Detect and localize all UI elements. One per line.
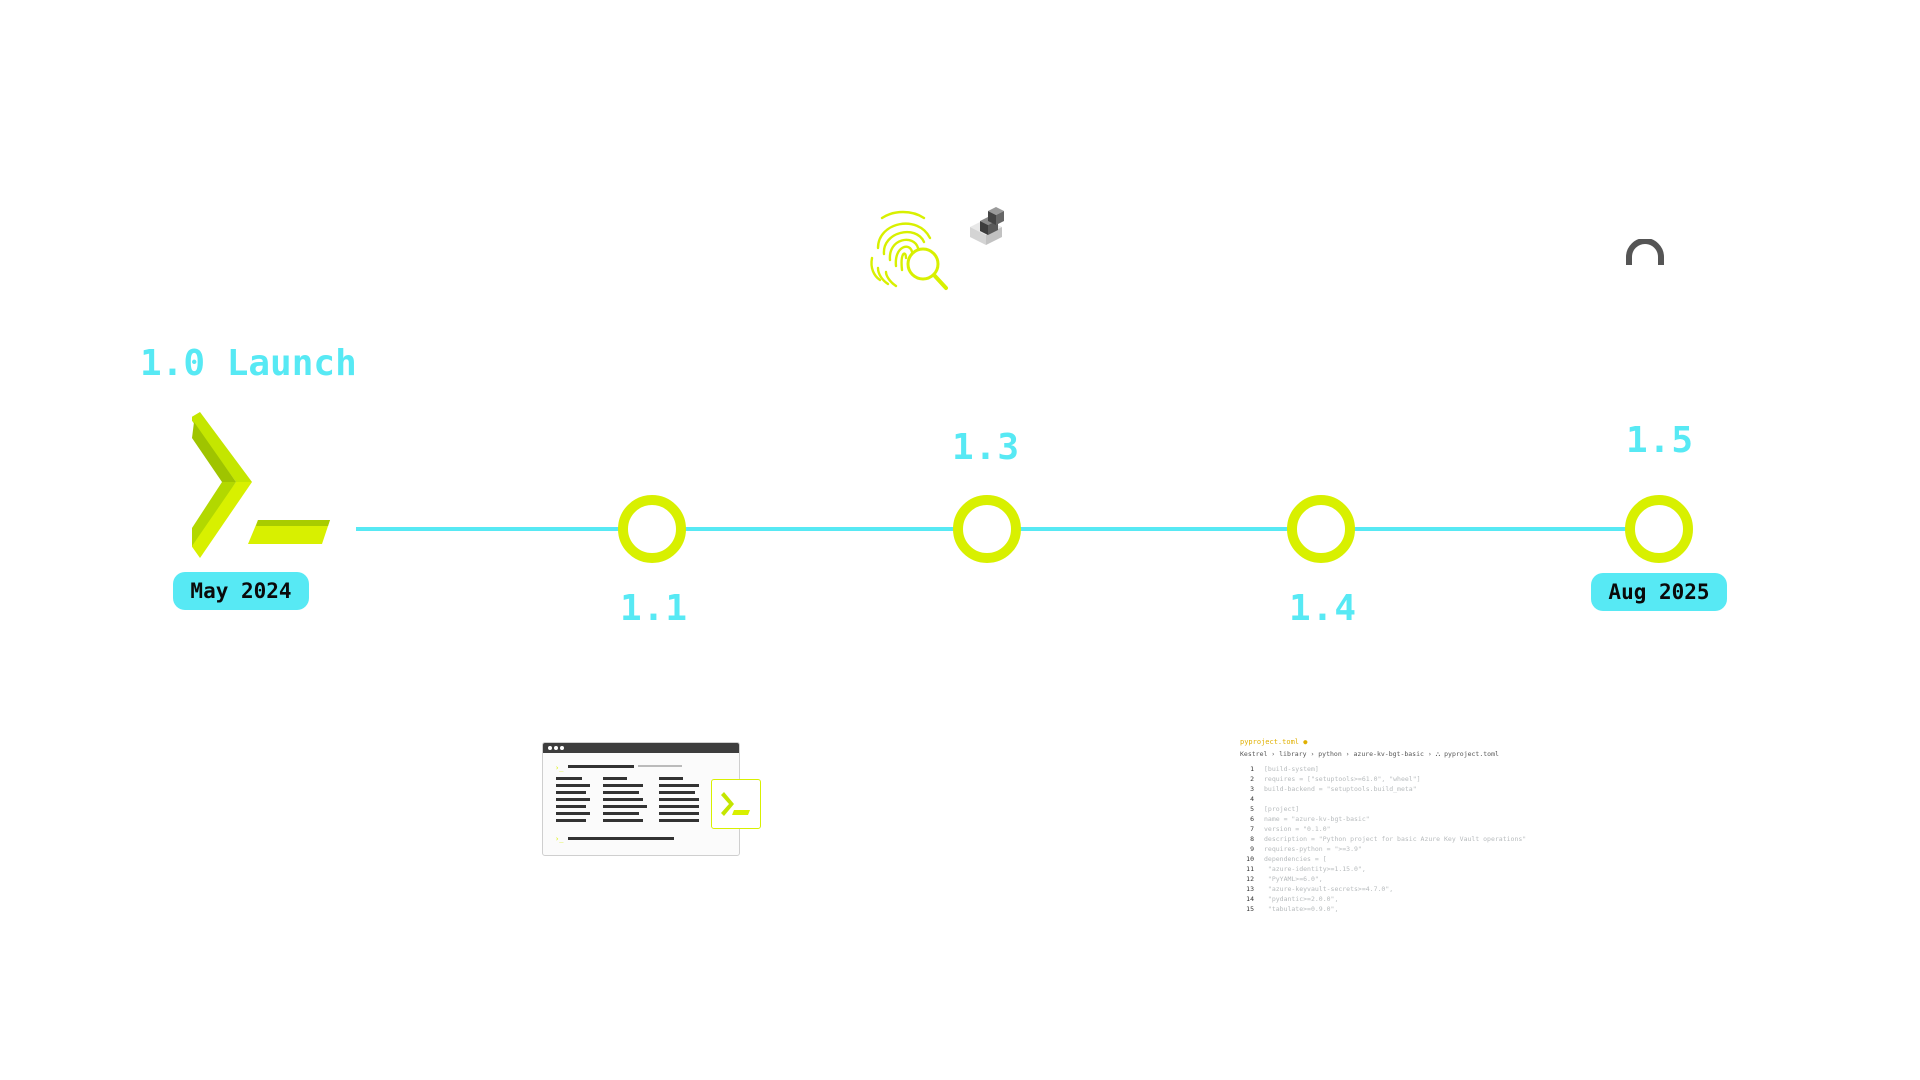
line-number: 14 [1246,895,1254,903]
line-text: requires-python = ">=3.9" [1264,845,1362,853]
code-line: 2 requires = ["setuptools>=61.0", "wheel"… [1240,774,1570,784]
line-text: "azure-identity>=1.15.0", [1264,865,1366,873]
milestone-label-1-1: 1.1 [620,588,689,629]
milestone-node-1-1 [618,495,686,563]
milestone-node-1-3 [953,495,1021,563]
line-text: requires = ["setuptools>=61.0", "wheel"] [1264,775,1421,783]
terminal-prompt-icon [192,412,330,558]
code-line: 14 "pydantic>=2.0.0", [1240,894,1570,904]
line-number: 7 [1250,825,1254,833]
code-line: 3 build-backend = "setuptools.build_meta" [1240,784,1570,794]
line-number: 4 [1250,795,1254,803]
code-breadcrumb: Kestrel › library › python › azure-kv-bg… [1240,750,1499,758]
line-number: 5 [1250,805,1254,813]
line-number: 3 [1250,785,1254,793]
milestone-label-1-5: 1.5 [1626,420,1695,461]
line-text: "azure-keyvault-secrets>=4.7.0", [1264,885,1394,893]
arch-icon [1626,239,1664,265]
code-snippet: pyproject.toml ● Kestrel › library › pyt… [1240,738,1570,913]
window-dot [548,746,552,750]
code-line: 4 [1240,794,1570,804]
code-line: 6 name = "azure-kv-bgt-basic" [1240,814,1570,824]
mini-terminal-prompt-icon [711,779,761,829]
code-line: 11 "azure-identity>=1.15.0", [1240,864,1570,874]
line-text: "pydantic>=2.0.0", [1264,895,1339,903]
code-line: 9 requires-python = ">=3.9" [1240,844,1570,854]
code-line: 15 "tabulate>=0.9.0", [1240,904,1570,914]
line-number: 8 [1250,835,1254,843]
window-dot [554,746,558,750]
line-number: 11 [1246,865,1254,873]
milestone-label-1-3: 1.3 [952,427,1021,468]
line-number: 2 [1250,775,1254,783]
line-number: 9 [1250,845,1254,853]
milestone-node-1-5 [1625,495,1693,563]
code-line: 1 [build-system] [1240,764,1570,774]
line-text: name = "azure-kv-bgt-basic" [1264,815,1370,823]
line-text: build-backend = "setuptools.build_meta" [1264,785,1417,793]
code-line: 10 dependencies = [ [1240,854,1570,864]
launch-date-badge: May 2024 [173,572,309,610]
code-lines: 1 [build-system] 2 requires = ["setuptools>… [1240,764,1570,914]
line-text: [build-system] [1264,765,1319,773]
line-number: 10 [1246,855,1254,863]
code-line: 7 version = "0.1.0" [1240,824,1570,834]
line-number: 13 [1246,885,1254,893]
terminal-table-window-icon: ›_ [542,742,740,856]
svg-text:›_: ›_ [555,835,564,843]
line-text: [project] [1264,805,1300,813]
line-text: description = "Python project for basic … [1264,835,1527,843]
window-dot [560,746,564,750]
milestone-label-1-4: 1.4 [1289,588,1358,629]
code-file-tab: pyproject.toml ● [1240,738,1308,746]
package-boxes-icon [970,207,1004,245]
line-number: 6 [1250,815,1254,823]
milestone-node-1-4 [1287,495,1355,563]
line-text: "PyYAML>=6.0", [1264,875,1323,883]
line-number: 12 [1246,875,1254,883]
line-text: dependencies = [ [1264,855,1327,863]
table-output-graphic: ›_ [555,764,699,843]
code-line: 12 "PyYAML>=6.0", [1240,874,1570,884]
code-line: 8 description = "Python project for basic… [1240,834,1570,844]
code-line: 13 "azure-keyvault-secrets>=4.7.0", [1240,884,1570,894]
svg-text:›_: ›_ [555,764,564,772]
line-number: 1 [1250,765,1254,773]
fingerprint-search-icon [870,210,948,290]
line-text: "tabulate>=0.9.0", [1264,905,1339,913]
line-number: 15 [1246,905,1254,913]
code-line: 5 [project] [1240,804,1570,814]
end-date-badge: Aug 2025 [1591,573,1727,611]
line-text: version = "0.1.0" [1264,825,1331,833]
window-title-bar [543,743,739,753]
launch-title: 1.0 Launch [140,343,357,384]
